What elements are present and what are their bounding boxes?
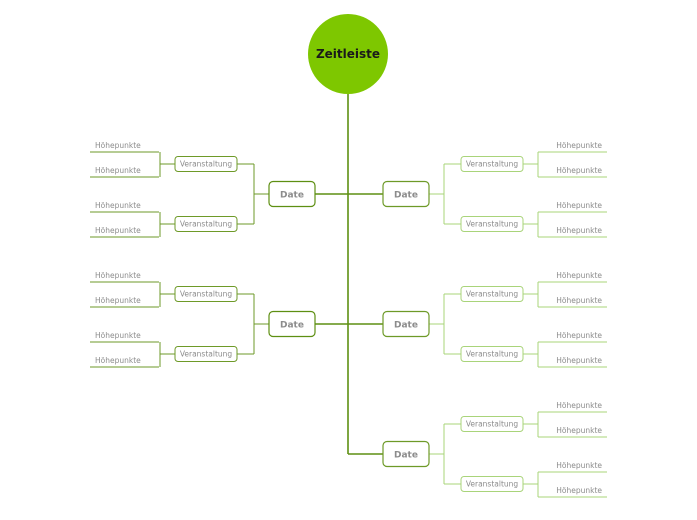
root-label: Zeitleiste	[316, 47, 380, 61]
highlight-label[interactable]: Höhepunkte	[556, 331, 602, 340]
event-label: Veranstaltung	[466, 220, 519, 229]
highlight-label[interactable]: Höhepunkte	[95, 356, 141, 365]
event-node[interactable]: Veranstaltung	[174, 216, 238, 232]
event-box	[174, 216, 238, 232]
highlight-label[interactable]: Höhepunkte	[556, 461, 602, 470]
highlight-label[interactable]: Höhepunkte	[556, 271, 602, 280]
event-label: Veranstaltung	[180, 160, 233, 169]
date-label: Date	[394, 321, 418, 331]
highlight-label[interactable]: Höhepunkte	[95, 226, 141, 235]
event-label: Veranstaltung	[180, 220, 233, 229]
event-label: Veranstaltung	[466, 350, 519, 359]
date-label: Date	[394, 451, 418, 461]
event-node[interactable]: Veranstaltung	[460, 346, 524, 362]
event-node[interactable]: Veranstaltung	[460, 416, 524, 432]
highlight-label[interactable]: Höhepunkte	[95, 166, 141, 175]
date-node[interactable]: Date	[382, 440, 430, 468]
event-box	[174, 286, 238, 302]
event-node[interactable]: Veranstaltung	[174, 286, 238, 302]
root-node[interactable]: Zeitleiste	[308, 14, 388, 94]
highlight-label[interactable]: Höhepunkte	[556, 201, 602, 210]
highlight-label[interactable]: Höhepunkte	[556, 401, 602, 410]
highlight-label[interactable]: Höhepunkte	[95, 331, 141, 340]
highlight-label[interactable]: Höhepunkte	[556, 141, 602, 150]
diagram-nodes: Zeitleiste DateVeranstaltungHöhepunkteHö…	[95, 14, 602, 495]
event-node[interactable]: Veranstaltung	[460, 156, 524, 172]
highlight-label[interactable]: Höhepunkte	[556, 226, 602, 235]
date-node[interactable]: Date	[268, 180, 316, 208]
event-node[interactable]: Veranstaltung	[174, 346, 238, 362]
highlight-label[interactable]: Höhepunkte	[95, 141, 141, 150]
event-box	[460, 476, 524, 492]
highlight-label[interactable]: Höhepunkte	[556, 166, 602, 175]
date-box	[382, 180, 430, 208]
date-node[interactable]: Date	[382, 310, 430, 338]
date-box	[382, 440, 430, 468]
date-label: Date	[280, 321, 304, 331]
event-label: Veranstaltung	[466, 480, 519, 489]
event-label: Veranstaltung	[466, 160, 519, 169]
date-box	[268, 310, 316, 338]
event-node[interactable]: Veranstaltung	[460, 216, 524, 232]
event-box	[174, 156, 238, 172]
event-label: Veranstaltung	[180, 290, 233, 299]
date-label: Date	[394, 191, 418, 201]
date-label: Date	[280, 191, 304, 201]
date-node[interactable]: Date	[268, 310, 316, 338]
highlight-label[interactable]: Höhepunkte	[556, 296, 602, 305]
event-box	[460, 416, 524, 432]
root-circle	[308, 14, 388, 94]
event-box	[460, 156, 524, 172]
event-label: Veranstaltung	[180, 350, 233, 359]
event-node[interactable]: Veranstaltung	[460, 476, 524, 492]
highlight-label[interactable]: Höhepunkte	[556, 486, 602, 495]
event-box	[174, 346, 238, 362]
date-box	[268, 180, 316, 208]
highlight-label[interactable]: Höhepunkte	[95, 296, 141, 305]
highlight-label[interactable]: Höhepunkte	[95, 271, 141, 280]
event-label: Veranstaltung	[466, 290, 519, 299]
connector-lines	[90, 94, 607, 498]
event-node[interactable]: Veranstaltung	[460, 286, 524, 302]
date-box	[382, 310, 430, 338]
event-box	[460, 346, 524, 362]
event-node[interactable]: Veranstaltung	[174, 156, 238, 172]
highlight-label[interactable]: Höhepunkte	[556, 426, 602, 435]
event-box	[460, 286, 524, 302]
event-box	[460, 216, 524, 232]
highlight-label[interactable]: Höhepunkte	[556, 356, 602, 365]
date-node[interactable]: Date	[382, 180, 430, 208]
event-label: Veranstaltung	[466, 420, 519, 429]
highlight-label[interactable]: Höhepunkte	[95, 201, 141, 210]
